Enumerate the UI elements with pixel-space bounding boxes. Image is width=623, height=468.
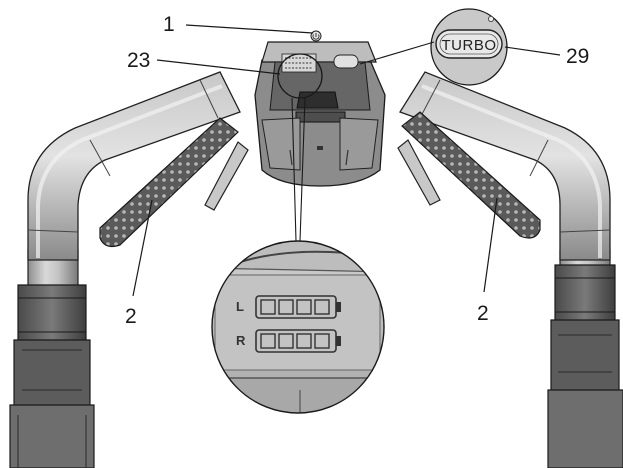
callout-2-right: 2: [477, 302, 489, 325]
battery-right-gauge: [255, 329, 341, 353]
battery-right-label: R: [236, 333, 246, 348]
control-console: [254, 30, 386, 187]
battery-left-segment: [278, 299, 294, 315]
leader-line-2-right: [483, 197, 498, 293]
left-brake-lever: [99, 117, 249, 248]
callout-23: 23: [127, 49, 150, 72]
leader-line-2-left: [132, 199, 153, 297]
battery-right-segment: [278, 333, 294, 349]
battery-zoom-callout: L R: [211, 240, 385, 414]
battery-left-gauge: [255, 295, 341, 319]
callout-1: 1: [163, 13, 175, 36]
callout-29: 29: [566, 45, 589, 68]
leader-line-29: [504, 46, 561, 56]
battery-left-segment: [260, 299, 276, 315]
left-post: [9, 249, 95, 468]
right-brake-lever: [397, 111, 541, 239]
battery-left-segment: [296, 299, 312, 315]
battery-right-segment: [296, 333, 312, 349]
turbo-button-label: TURBO: [442, 37, 497, 54]
turbo-zoom-callout: TURBO: [430, 8, 508, 86]
turbo-button[interactable]: [435, 29, 503, 59]
right-handlebar: [399, 71, 611, 261]
battery-left-label: L: [236, 299, 244, 314]
battery-right-segment: [314, 333, 330, 349]
console-turbo-button[interactable]: [333, 54, 359, 69]
power-icon: [312, 33, 320, 40]
leader-line-1: [185, 24, 314, 34]
zoom-source-ring: [277, 53, 323, 99]
battery-right-segment: [260, 333, 276, 349]
callout-2-left: 2: [125, 305, 137, 328]
zoom-connector-line: [291, 97, 306, 242]
leader-line-23: [156, 59, 281, 75]
right-post: [547, 249, 623, 468]
turbo-connector-line: [359, 41, 435, 65]
battery-left-segment: [314, 299, 330, 315]
left-handlebar: [27, 71, 241, 261]
turbo-led-icon: [487, 15, 494, 22]
